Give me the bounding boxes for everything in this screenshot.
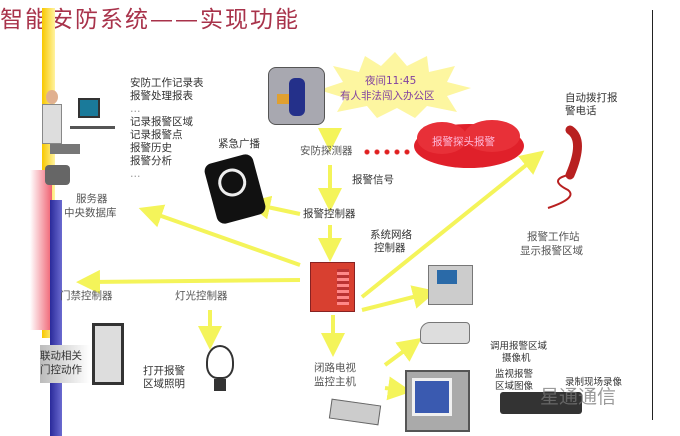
door-action-label-2: 门控动作 [40,364,82,376]
detector-label: 安防探测器 [300,145,353,157]
lighting-label-1: 打开报警 [143,365,185,377]
alert-message: 有人非法闯入办公区 [340,90,435,102]
detector-alarm-label: 报警探头报警 [432,136,495,148]
record-item: 报警分析 [130,155,172,167]
workstation-computer-icon [428,265,473,305]
alarm-signal-label: 报警信号 [352,174,394,186]
record-item: 报警历史 [130,142,172,154]
alarm-controller-label: 报警控制器 [303,208,356,220]
cctv-host-label-2: 监控主机 [314,376,356,388]
lighting-label-2: 区域照明 [143,378,185,390]
record-item: 记录报警点 [130,129,183,141]
monitor-label-2: 区域图像 [495,381,534,392]
door-icon [92,323,124,385]
right-border [652,10,653,420]
red-strip [30,170,52,330]
arrow-panel-server [138,204,301,267]
intruder-image [268,67,325,125]
auto-dial-label-1: 自动拨打报 [565,92,618,104]
door-action-box [40,345,90,383]
records-list: 安防工作记录表 报警处理报表 … 记录报警区域 记录报警点 报警历史 报警分析 … [130,77,204,181]
record-item: … [130,103,141,115]
camera-label-1: 调用报警区域 [490,341,548,352]
arrow-cctv-monitor [384,376,412,401]
camera-label-2: 摄像机 [502,353,531,364]
server-label-1: 服务器 [76,193,108,205]
record-item: … [130,168,141,180]
arrow-panel-workstation [361,285,437,312]
workstation-label-2: 显示报警区域 [520,245,583,257]
cctv-host-label-1: 闭路电视 [314,362,356,374]
door-action-label-1: 联动相关 [40,350,82,362]
light-controller-label: 灯光控制器 [175,290,228,302]
alert-starburst [319,52,471,118]
alert-time: 夜间11:45 [365,75,417,87]
watermark: 星通通信 [540,386,617,408]
record-label: 录制现场录像 [565,377,623,388]
phone-icon [547,125,582,209]
vcr-icon [500,392,582,414]
signal-dots [362,148,412,156]
arrow-cctv-camera [383,337,422,367]
record-item: 记录报警区域 [130,116,193,128]
network-controller-label-1: 系统网络 [370,229,412,241]
broadcast-label: 紧急广播 [218,138,260,150]
light-bulb-icon [206,345,234,379]
arrow-panel-access [76,269,301,294]
monitor-label-1: 监视报警 [495,369,534,380]
workstation-label-1: 报警工作站 [527,231,580,243]
record-item: 报警处理报表 [130,90,193,102]
network-controller-label-2: 控制器 [374,242,406,254]
arrow-panel-phone [360,150,545,299]
access-controller-label: 门禁控制器 [60,290,113,302]
operator-workstation-icon [40,90,120,200]
monitor-icon [405,370,470,432]
auto-dial-label-2: 警电话 [565,105,597,117]
record-item: 安防工作记录表 [130,77,204,89]
control-panel-icon [310,262,355,312]
camera-icon [420,322,470,344]
alarm-cloud [414,120,524,168]
server-label-2: 中央数据库 [64,207,117,219]
bulb-base [214,379,226,391]
